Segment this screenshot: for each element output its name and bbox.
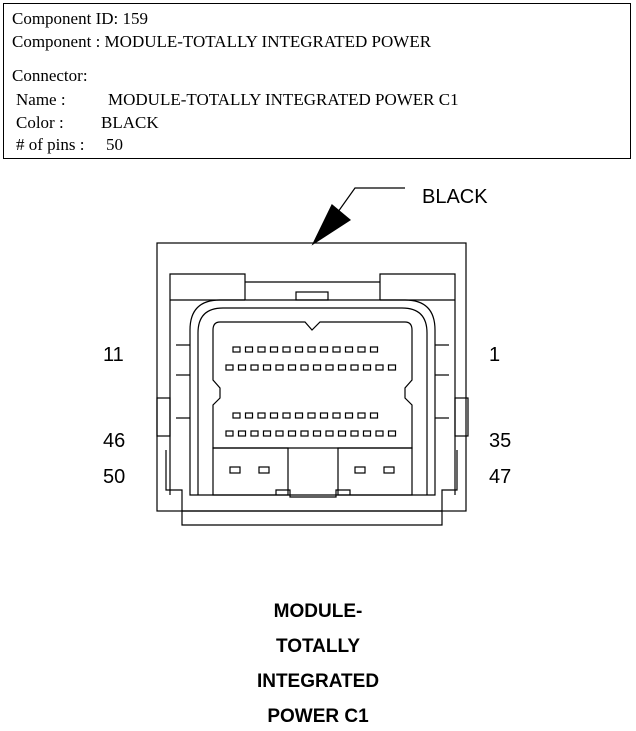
- pin-cavity: [319, 346, 329, 353]
- connector-name-value: MODULE-TOTALLY INTEGRATED POWER C1: [108, 90, 459, 109]
- pin-cavity: [350, 430, 359, 437]
- pin-cavity: [287, 364, 297, 371]
- pin-label-mid-right: 35: [489, 430, 512, 452]
- pin-cavity: [325, 364, 334, 371]
- pin-cavity: [262, 430, 272, 437]
- pin-cavity: [357, 346, 366, 353]
- lower-center-key: [275, 489, 351, 498]
- pin-cavity: [232, 412, 241, 419]
- connector-color-value: BLACK: [101, 113, 159, 132]
- pin-cavity: [319, 412, 329, 419]
- pin-cavity-face: [212, 321, 413, 449]
- pin-cavity: [300, 430, 309, 437]
- pin-cavity: [229, 466, 241, 474]
- pin-cavity: [332, 412, 341, 419]
- pin-cavity: [354, 466, 366, 474]
- pin-row-2: [225, 364, 397, 371]
- pin-cavity: [294, 412, 304, 419]
- pin-count-value: 50: [106, 135, 123, 154]
- pin-cavity: [294, 346, 304, 353]
- pin-label-top-right: 1: [489, 344, 501, 366]
- pin-cavity: [357, 412, 366, 419]
- pin-cavity: [250, 430, 259, 437]
- pin-cavity: [275, 364, 284, 371]
- caption-line-4: POWER C1: [267, 706, 369, 727]
- pin-cavity: [287, 430, 297, 437]
- pin-cavity: [269, 346, 279, 353]
- pin-cavity: [332, 346, 341, 353]
- component-id: Component ID: 159: [12, 9, 148, 28]
- pin-cavity: [225, 364, 234, 371]
- pin-label-bottom-left: 50: [103, 466, 126, 488]
- pin-cavity: [337, 364, 347, 371]
- pin-cavity: [307, 346, 316, 353]
- pin-cavity: [350, 364, 359, 371]
- pin-cavity: [282, 412, 291, 419]
- pin-cavity: [375, 364, 384, 371]
- caption-line-2: TOTALLY: [275, 636, 361, 657]
- color-callout-label: BLACK: [422, 186, 488, 208]
- pin-cavity: [257, 346, 266, 353]
- right-shoulder: [379, 273, 456, 495]
- pin-cavity: [344, 346, 354, 353]
- pin-cavity: [325, 430, 334, 437]
- pin-cavity: [269, 412, 279, 419]
- pin-cavity: [258, 466, 270, 474]
- pin-cavity: [307, 412, 316, 419]
- pin-cavity: [362, 364, 372, 371]
- pin-cavity: [369, 346, 379, 353]
- connector-shroud: [189, 299, 436, 496]
- pin-cavity: [383, 466, 395, 474]
- pin-label-mid-left: 46: [103, 430, 126, 452]
- pin-cavity: [369, 412, 379, 419]
- pin-cavity: [300, 364, 309, 371]
- pin-cavity: [282, 346, 291, 353]
- top-latch: [295, 291, 329, 301]
- connector-color-label: Color :: [16, 113, 64, 132]
- pin-label-bottom-right: 47: [489, 466, 512, 488]
- component-name: Component : MODULE-TOTALLY INTEGRATED PO…: [12, 32, 432, 51]
- pin-cavity: [312, 430, 322, 437]
- connector-outer-housing: [156, 242, 467, 512]
- pin-cavity: [237, 430, 247, 437]
- pin-cavity: [237, 364, 247, 371]
- caption-line-1: MODULE-: [273, 601, 363, 622]
- pin-cavity: [244, 346, 254, 353]
- pin-row-4: [225, 430, 397, 437]
- pin-cavity: [225, 430, 234, 437]
- pin-cavity: [387, 430, 397, 437]
- right-side-latch: [454, 397, 469, 437]
- pin-label-top-left: 11: [103, 344, 124, 366]
- caption-line-3: INTEGRATED: [256, 671, 380, 692]
- pin-row-1: [232, 346, 379, 353]
- connector-name-label: Name :: [16, 90, 66, 109]
- pin-row-5: [229, 466, 395, 474]
- pin-count-label: # of pins :: [16, 135, 85, 154]
- pin-cavity: [232, 346, 241, 353]
- connector-shroud-inner: [197, 307, 428, 495]
- pin-cavity: [337, 430, 347, 437]
- pin-cavity: [375, 430, 384, 437]
- pin-row-3: [232, 412, 379, 419]
- bottom-skirt: [165, 450, 458, 526]
- component-info-box: Component ID: 159 Component : MODULE-TOT…: [3, 3, 631, 159]
- pin-cavity: [312, 364, 322, 371]
- pin-cavity: [244, 412, 254, 419]
- pin-cavity: [344, 412, 354, 419]
- pin-cavity: [362, 430, 372, 437]
- left-shoulder: [169, 273, 246, 495]
- pin-cavity: [275, 430, 284, 437]
- pin-cavity: [387, 364, 397, 371]
- pin-cavity: [262, 364, 272, 371]
- pin-cavity: [250, 364, 259, 371]
- lower-left-block: [212, 447, 289, 496]
- pin-cavity: [257, 412, 266, 419]
- lower-right-block: [337, 447, 413, 496]
- connector-heading: Connector:: [12, 66, 88, 85]
- left-side-latch: [156, 397, 171, 437]
- color-callout-arrowhead: [311, 204, 352, 246]
